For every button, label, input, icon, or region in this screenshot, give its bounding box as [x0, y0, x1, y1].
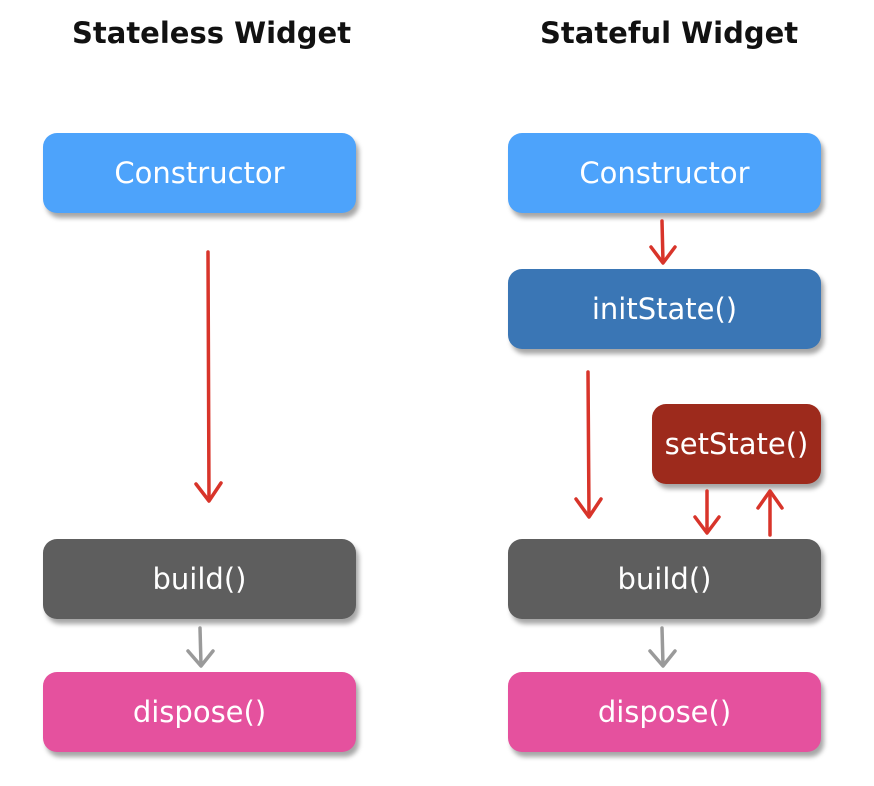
- stateless-build-box: build(): [43, 539, 356, 619]
- stateful-build-to-dispose-arrow: [648, 626, 677, 668]
- stateless-dispose-label: dispose(): [132, 695, 267, 729]
- stateful-dispose-label: dispose(): [597, 695, 732, 729]
- stateful-widget-heading: Stateful Widget: [540, 16, 799, 50]
- gray-arrows: [186, 626, 677, 668]
- set-state-box: setState(): [652, 404, 821, 484]
- stateless-dispose-box: dispose(): [43, 672, 356, 752]
- stateful-constructor-label: Constructor: [579, 156, 750, 190]
- stateless-build-to-dispose-arrow: [186, 626, 215, 668]
- stateless-build-label: build(): [152, 562, 247, 596]
- init-state-box: initState(): [508, 269, 821, 349]
- build-to-set-state-arrow: [756, 489, 784, 537]
- stateful-build-label: build(): [617, 562, 712, 596]
- init-state-label: initState(): [591, 292, 738, 326]
- init-state-to-build-arrow: [574, 370, 603, 519]
- stateless-widget-heading: Stateless Widget: [72, 16, 352, 50]
- set-state-to-build-arrow: [693, 489, 721, 535]
- stateless-constructor-to-build-arrow: [194, 250, 223, 503]
- stateless-constructor-label: Constructor: [114, 156, 285, 190]
- stateful-build-box: build(): [508, 539, 821, 619]
- stateless-constructor-box: Constructor: [43, 133, 356, 213]
- constructor-to-init-state-arrow: [649, 219, 677, 265]
- stateful-dispose-box: dispose(): [508, 672, 821, 752]
- stateful-constructor-box: Constructor: [508, 133, 821, 213]
- set-state-label: setState(): [664, 427, 809, 461]
